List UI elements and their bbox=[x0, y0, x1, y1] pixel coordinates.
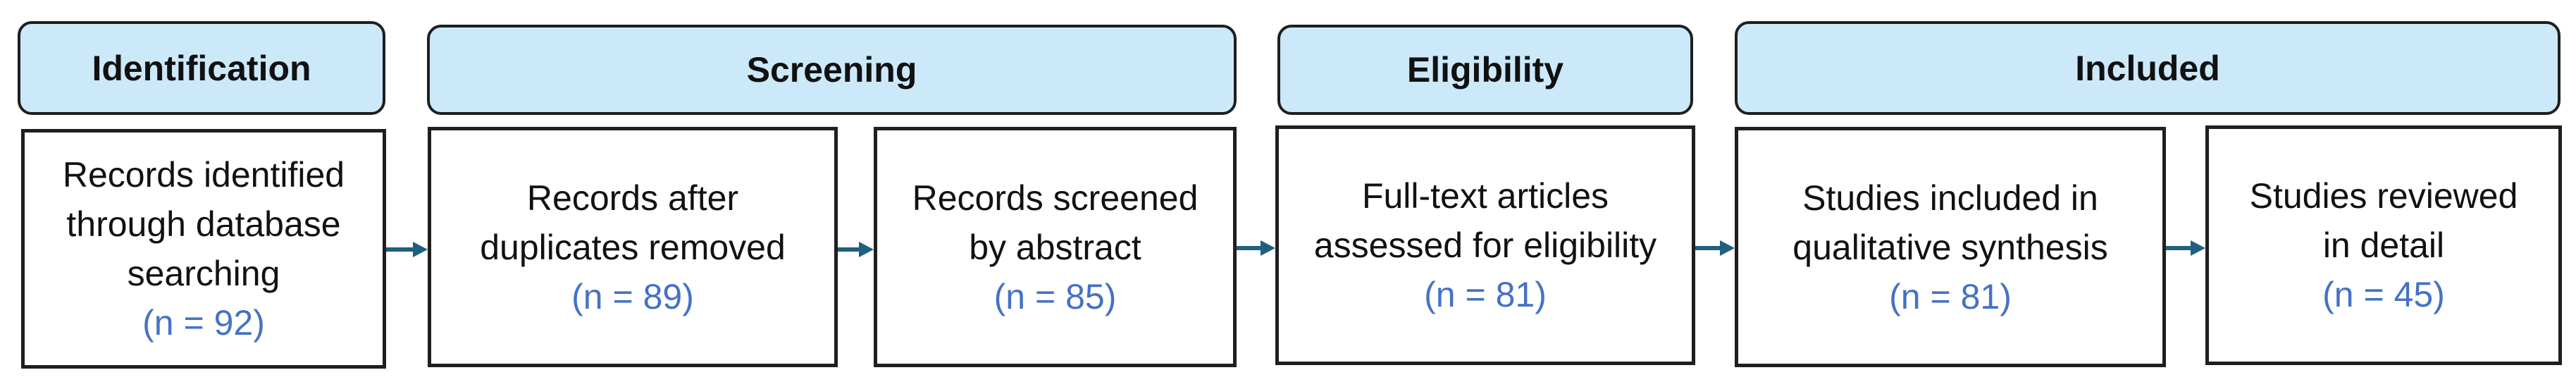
stage-header-included: Included bbox=[1735, 21, 2560, 115]
box-studies-included-text: Studies included in qualitative synthesi… bbox=[1792, 178, 2108, 267]
stage-header-eligibility: Eligibility bbox=[1277, 25, 1693, 115]
stage-header-identification: Identification bbox=[18, 21, 385, 115]
arrow-connector-5 bbox=[2166, 240, 2208, 257]
box-full-text-articles-count: (n = 81) bbox=[1424, 275, 1547, 314]
box-studies-reviewed: Studies reviewed in detail (n = 45) bbox=[2205, 125, 2562, 365]
box-studies-reviewed-count: (n = 45) bbox=[2322, 275, 2445, 314]
box-full-text-articles: Full-text articles assessed for eligibil… bbox=[1275, 125, 1695, 365]
arrow-connector-1 bbox=[386, 241, 428, 258]
box-records-after-duplicates-count: (n = 89) bbox=[571, 276, 694, 316]
box-records-identified-text: Records identified through database sear… bbox=[62, 155, 345, 293]
arrow-connector-2 bbox=[838, 241, 880, 258]
box-records-screened-text: Records screened by abstract bbox=[912, 178, 1199, 267]
box-records-after-duplicates-text: Records after duplicates removed bbox=[480, 178, 786, 267]
box-records-after-duplicates: Records after duplicates removed (n = 89… bbox=[428, 127, 838, 367]
arrow-connector-3 bbox=[1237, 240, 1279, 257]
box-full-text-articles-text: Full-text articles assessed for eligibil… bbox=[1313, 176, 1657, 265]
box-records-identified-count: (n = 92) bbox=[142, 303, 265, 343]
stage-header-screening: Screening bbox=[427, 25, 1237, 115]
box-records-screened: Records screened by abstract (n = 85) bbox=[874, 127, 1237, 367]
arrow-connector-4 bbox=[1695, 240, 1738, 257]
box-studies-included-count: (n = 81) bbox=[1889, 276, 2012, 316]
box-records-screened-count: (n = 85) bbox=[993, 276, 1117, 316]
box-studies-reviewed-text: Studies reviewed in detail bbox=[2249, 176, 2518, 265]
box-studies-included: Studies included in qualitative synthesi… bbox=[1735, 127, 2166, 367]
box-records-identified: Records identified through database sear… bbox=[21, 129, 386, 369]
